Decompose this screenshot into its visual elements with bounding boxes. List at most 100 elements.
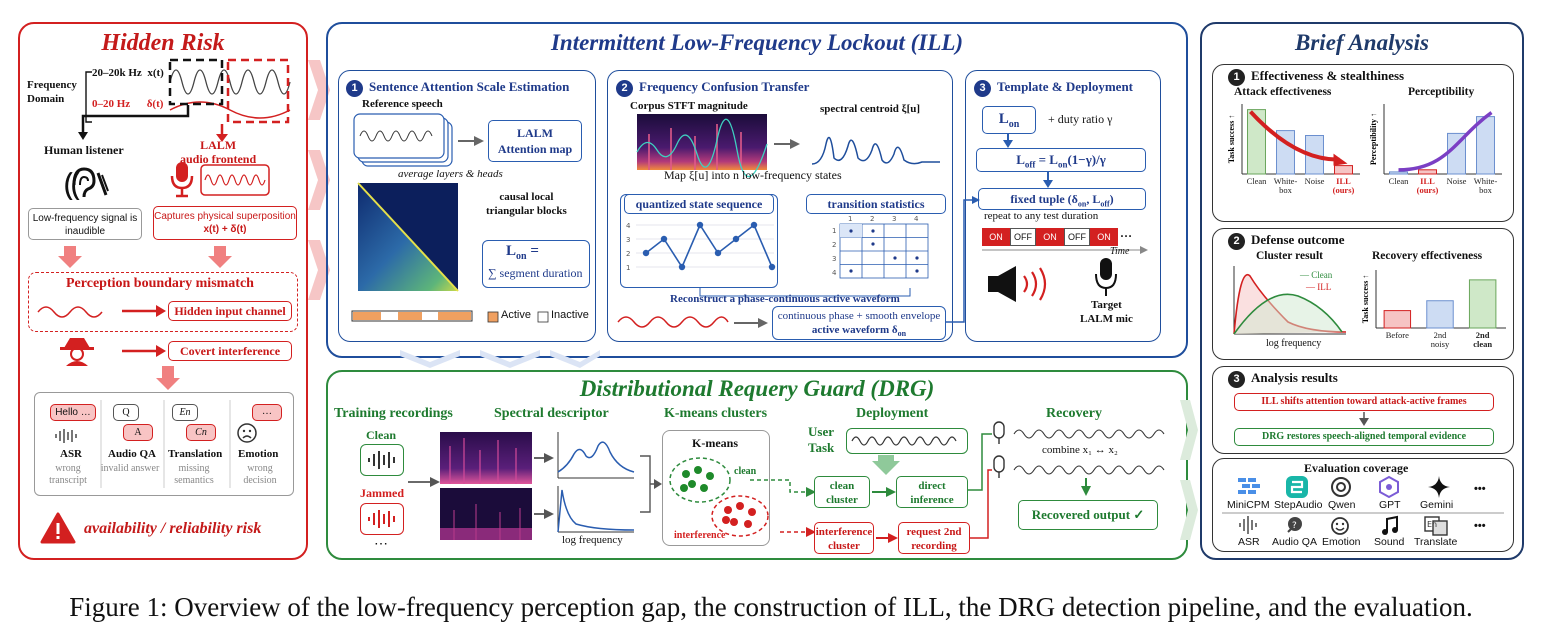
arrow-rec-spec: [408, 477, 440, 487]
hidden-risk-title: Hidden Risk: [101, 30, 225, 56]
arrow-spec-2: [534, 509, 554, 519]
tick-label-2: clean: [1473, 339, 1492, 349]
centroid-curve: [811, 136, 940, 165]
arrow-to-tasks: [156, 366, 180, 390]
asr-wave-icon: [55, 429, 77, 443]
on-block-3: ON: [1090, 228, 1118, 246]
tick-label-0: Clean: [1247, 176, 1268, 186]
tr-bubble-cn: Cn: [186, 424, 216, 441]
qa-label: Audio QA: [108, 448, 156, 460]
task-name-6: •••: [1474, 520, 1486, 532]
jammed-rec-box: [360, 503, 404, 535]
tick-label-3: White-: [1474, 176, 1498, 186]
svg-text:4: 4: [914, 215, 919, 223]
centroid-label: spectral centroid ξ[u]: [820, 103, 921, 115]
coverage-title: Evaluation coverage: [1304, 461, 1409, 475]
analysis-result-2: DRG restores speech-aligned temporal evi…: [1234, 428, 1494, 446]
attention-heatmap: [357, 182, 459, 292]
onoff-timeline: ON OFF ON OFF ON …: [982, 226, 1132, 250]
minicpm-icon: [1238, 478, 1260, 494]
qwen-icon: [1331, 477, 1351, 497]
svg-text:3: 3: [892, 215, 896, 223]
bar-1: [1418, 169, 1437, 175]
arrow-to-wave-box: [734, 318, 768, 328]
gemini-icon: [1428, 476, 1450, 498]
repeat-label: repeat to any test duration: [984, 210, 1099, 222]
svg-text:2: 2: [626, 250, 630, 258]
chevrons-mid: [400, 350, 600, 368]
svg-text:?: ?: [1292, 521, 1297, 531]
model-name-4: GPT: [1379, 499, 1401, 511]
tick-label-1: ILL: [1420, 176, 1435, 186]
recovered-output-box: Recovered output ✓: [1018, 500, 1158, 530]
mic-icon-1: [993, 421, 1005, 444]
arrow-interf-request: [876, 533, 898, 543]
bracket-to-kmeans: [640, 455, 662, 513]
clean-rec-wave-icon: [368, 451, 395, 469]
brief-title: Brief Analysis: [1295, 30, 1429, 55]
band-high: 20–20k Hz x(t): [92, 67, 164, 79]
signal-waveform: [168, 58, 291, 124]
svg-text:3: 3: [626, 236, 630, 244]
tick-label-0: Before: [1386, 330, 1409, 340]
emo-label: Emotion: [238, 448, 279, 460]
figure-caption: Figure 1: Overview of the low-frequency …: [69, 592, 1473, 622]
tick-label-1: noisy: [1431, 339, 1450, 349]
arrow-wave-to-tuple: [946, 196, 980, 323]
svg-text:2: 2: [870, 215, 874, 223]
clean-rec-box: [360, 444, 404, 476]
spec-logfreq: log frequency: [562, 534, 623, 546]
trend-arrow: [1249, 110, 1340, 162]
avg-label: average layers & heads: [398, 168, 503, 180]
transition-label: transition statistics: [806, 194, 946, 214]
svg-text:3: 3: [832, 255, 836, 263]
tick-label-3: ILL: [1336, 176, 1351, 186]
task-name-3: Emotion: [1322, 536, 1361, 548]
reconstruct-label: Reconstruct a phase-continuous active wa…: [670, 293, 900, 305]
ref-speech-label: Reference speech: [362, 98, 443, 110]
reconstruct-arrows: [699, 288, 911, 297]
speaker-icon: [988, 266, 1047, 302]
legend-ill: — ILL: [1306, 282, 1332, 292]
mic-icon-2: [993, 455, 1005, 478]
task-name-2: Audio QA: [1272, 536, 1317, 548]
model-name-3: Qwen: [1328, 499, 1356, 511]
y-axis-label: Task success ↑: [1361, 275, 1370, 324]
drg-panel: [326, 370, 1188, 560]
asr-bubble: Hello …: [50, 404, 96, 421]
cluster-title: Cluster result: [1256, 250, 1323, 262]
arrow-covert: [122, 345, 166, 357]
legend-active: Active: [501, 309, 531, 321]
quantized-label: quantized state sequence: [624, 194, 774, 214]
arrow-spec-1: [534, 453, 554, 463]
risk-label: availability / reliability risk: [84, 520, 262, 537]
svg-text:4: 4: [832, 269, 837, 277]
svg-text:En: En: [1427, 520, 1437, 529]
ref-speech-stack: [353, 113, 453, 167]
spec-jammed: [440, 488, 532, 540]
svg-text:2: 2: [832, 241, 836, 249]
on-block-1: ON: [982, 228, 1010, 246]
tick-label-2: 2nd: [1476, 330, 1490, 340]
model-name-2: StepAudio: [1274, 499, 1323, 511]
svg-text:1: 1: [626, 264, 630, 272]
tr-label: Translation: [168, 448, 223, 460]
lon-sum-box: [482, 240, 590, 288]
coverage-box: [1212, 458, 1514, 552]
bar-3: [1334, 165, 1353, 175]
warning-icon: [40, 512, 76, 544]
timeline-dots: …: [1120, 226, 1132, 240]
